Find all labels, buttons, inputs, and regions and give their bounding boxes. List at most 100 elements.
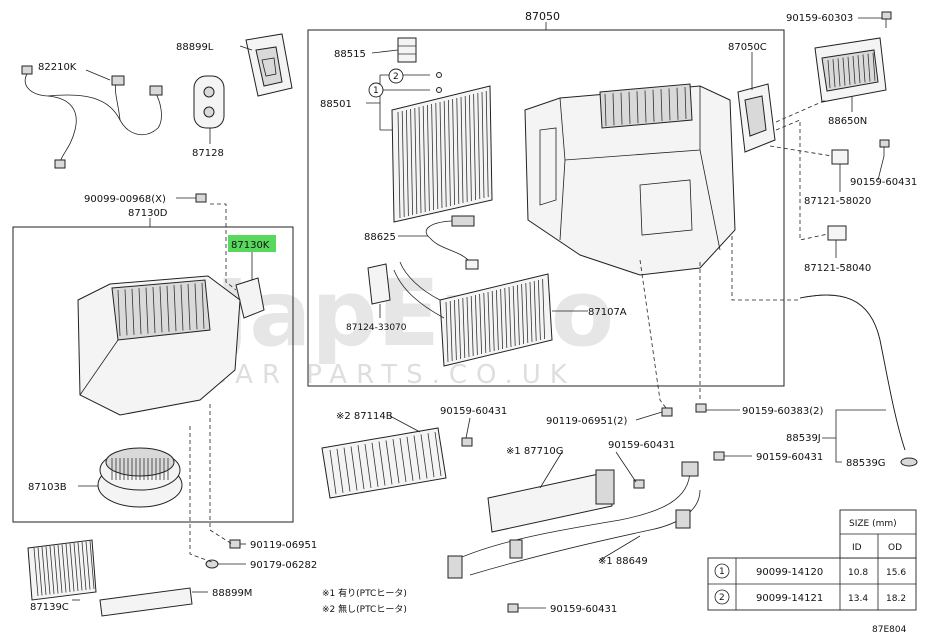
screw-90099-00968[interactable] bbox=[195, 193, 207, 203]
label-87130k[interactable]: 87130K bbox=[231, 240, 270, 251]
label-82210k[interactable]: 82210K bbox=[38, 62, 77, 73]
hatch-line bbox=[872, 52, 876, 81]
size-row-2-part[interactable]: 90099-14121 bbox=[756, 593, 823, 604]
label-87139c[interactable]: 87139C bbox=[30, 602, 69, 613]
label-87107a[interactable]: 87107A bbox=[588, 307, 627, 318]
label-90179-06282[interactable]: 90179-06282 bbox=[250, 560, 317, 571]
screw-90159-60303[interactable] bbox=[881, 11, 892, 28]
servo-87130k[interactable] bbox=[235, 277, 265, 319]
label-90159-60431-d[interactable]: 90159-60431 bbox=[756, 452, 823, 463]
hvac-case-87050[interactable] bbox=[524, 83, 736, 276]
drain-hose-88539j[interactable] bbox=[799, 294, 906, 451]
watermark: JapEuro CAR PARTS.CO.UK bbox=[208, 260, 614, 390]
blower-motor-87103b[interactable] bbox=[97, 447, 183, 508]
thermistor-88625[interactable] bbox=[425, 215, 479, 270]
hatch-line bbox=[644, 90, 647, 123]
part-highlight-87130k bbox=[228, 235, 276, 252]
label-90119-06951[interactable]: 90119-06951 bbox=[250, 540, 317, 551]
hatch-line bbox=[166, 285, 170, 332]
hatch-line bbox=[427, 433, 435, 478]
plug-87128[interactable] bbox=[193, 75, 225, 129]
label-88539g[interactable]: 88539G bbox=[846, 458, 886, 469]
heater-core-87107a[interactable] bbox=[393, 261, 553, 367]
screw-90119-06951-2[interactable] bbox=[661, 407, 673, 417]
sensor-87121-58040[interactable] bbox=[827, 225, 847, 241]
expansion-valve-88515[interactable] bbox=[397, 37, 417, 63]
hatch-line bbox=[159, 286, 163, 333]
bracket-87124-33070[interactable] bbox=[367, 263, 391, 305]
label-90099-00968[interactable]: 90099-00968(X) bbox=[84, 194, 166, 205]
cabin-filter-87139c[interactable] bbox=[27, 539, 97, 601]
screw-90119-06951[interactable] bbox=[229, 539, 241, 549]
label-88539j[interactable]: 88539J bbox=[786, 433, 821, 444]
label-88650n[interactable]: 88650N bbox=[828, 116, 867, 127]
clip-90179-06282[interactable] bbox=[205, 559, 219, 569]
sensor-87121-58020[interactable] bbox=[831, 149, 849, 178]
label-90119-06951-2[interactable]: 90119-06951(2) bbox=[546, 416, 627, 427]
label-88899m[interactable]: 88899M bbox=[212, 588, 252, 599]
label-90159-60431-top[interactable]: 90159-60431 bbox=[850, 177, 917, 188]
label-90159-60431-b[interactable]: 90159-60431 bbox=[440, 406, 507, 417]
label-90159-60303[interactable]: 90159-60303 bbox=[786, 13, 853, 24]
seal-88899m[interactable] bbox=[99, 587, 193, 617]
ptc-heater-87710g[interactable] bbox=[487, 469, 615, 533]
hatch-line bbox=[173, 285, 177, 332]
screw-90159-60431-c[interactable] bbox=[633, 479, 645, 489]
label-87121-58020[interactable]: 87121-58020 bbox=[804, 196, 871, 207]
hatch-line bbox=[862, 54, 866, 83]
hatch-line bbox=[378, 441, 386, 486]
screw-90159-60431-a[interactable] bbox=[461, 437, 473, 447]
label-88625[interactable]: 88625 bbox=[364, 232, 396, 243]
hatch-line bbox=[201, 282, 205, 329]
label-90159-60431-c[interactable]: 90159-60431 bbox=[608, 440, 675, 451]
hatch-line bbox=[460, 96, 464, 204]
hatch-line bbox=[53, 545, 59, 594]
hatch-line bbox=[496, 289, 499, 351]
ac-amplifier-88650n[interactable] bbox=[814, 37, 887, 103]
hatch-line bbox=[456, 97, 460, 205]
hatch-line bbox=[837, 58, 841, 87]
label-87050[interactable]: 87050 bbox=[525, 10, 560, 23]
label-88501[interactable]: 88501 bbox=[320, 99, 352, 110]
hatch-line bbox=[427, 104, 430, 212]
screw-90159-60431-top[interactable] bbox=[879, 139, 890, 156]
drain-clip-88539g[interactable] bbox=[900, 457, 918, 467]
grommet-88899l[interactable] bbox=[245, 33, 293, 97]
label-87114b[interactable]: ※2 87114B bbox=[336, 411, 393, 422]
screw-90159-60431-d[interactable] bbox=[713, 451, 725, 461]
evaporator-88501[interactable] bbox=[391, 85, 493, 223]
label-90159-60383[interactable]: 90159-60383(2) bbox=[742, 406, 823, 417]
label-88515[interactable]: 88515 bbox=[334, 49, 366, 60]
label-87050c[interactable]: 87050C bbox=[728, 42, 767, 53]
blower-case-87130d[interactable] bbox=[77, 275, 241, 416]
hatch-line bbox=[481, 91, 485, 199]
label-87124-33070[interactable]: 87124-33070 bbox=[346, 323, 407, 333]
label-87103b[interactable]: 87103B bbox=[28, 482, 67, 493]
hatch-line bbox=[401, 110, 405, 218]
label-87710g[interactable]: ※1 87710G bbox=[506, 446, 563, 457]
label-90159-60431-e[interactable]: 90159-60431 bbox=[550, 604, 617, 615]
damper-actuator-87050c[interactable] bbox=[737, 83, 776, 153]
hatch-line bbox=[676, 87, 679, 120]
hatch-line bbox=[628, 91, 631, 124]
screw-90159-60383[interactable] bbox=[695, 403, 707, 413]
duct-87114b[interactable] bbox=[321, 427, 447, 499]
hatch-line bbox=[364, 443, 372, 489]
label-87121-58040[interactable]: 87121-58040 bbox=[804, 263, 871, 274]
label-87130d[interactable]: 87130D bbox=[128, 208, 168, 219]
hatch-line bbox=[485, 90, 489, 198]
hatch-line bbox=[89, 540, 95, 590]
circle-1-text: 1 bbox=[373, 86, 379, 96]
harness-82210k[interactable] bbox=[21, 65, 163, 169]
harness-88649[interactable] bbox=[447, 461, 701, 579]
label-88649[interactable]: ※1 88649 bbox=[598, 556, 648, 567]
label-87128[interactable]: 87128 bbox=[192, 148, 224, 159]
hatch-line bbox=[660, 89, 663, 122]
screw-90159-60431-e[interactable] bbox=[507, 603, 519, 613]
hatch-line bbox=[857, 55, 861, 84]
size-row-1-part[interactable]: 90099-14120 bbox=[756, 567, 823, 578]
hatch-line bbox=[847, 56, 851, 85]
hatch-line bbox=[414, 107, 418, 215]
hatch-line bbox=[483, 292, 487, 354]
label-88899l[interactable]: 88899L bbox=[176, 42, 214, 53]
